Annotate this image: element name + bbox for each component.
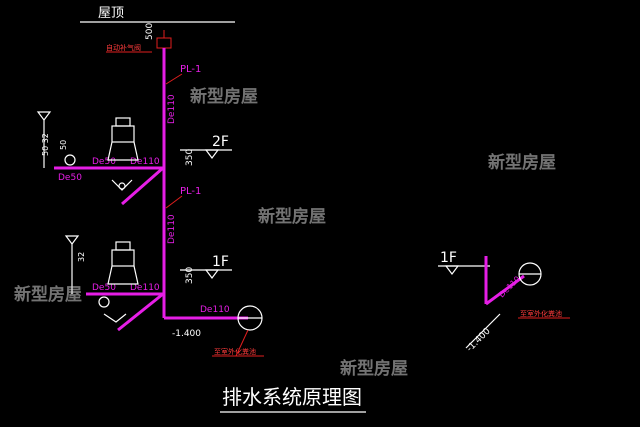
lower-toilet-bowl-icon <box>107 265 139 285</box>
upper-trap-icon <box>111 179 133 191</box>
floor-2f-marker <box>204 149 220 159</box>
lower-de50: De50 <box>92 283 116 293</box>
elevation-right-leader <box>465 313 501 349</box>
outdoor-label-left: 至室外化粪池 <box>214 347 256 356</box>
right-floor-marker <box>444 265 460 275</box>
lower-toilet-tank-icon <box>111 249 135 267</box>
auto-valve-icon <box>156 37 172 49</box>
upper-toilet-lid-icon <box>115 117 131 127</box>
upper-side-de50: De50 <box>58 173 82 183</box>
roof-label: 屋顶 <box>98 6 124 21</box>
upper-toilet-tank-icon <box>111 125 135 143</box>
watermark-1: 新型房屋 <box>190 86 258 107</box>
upper-basin-icon <box>36 111 52 121</box>
upper-dim-50-32: 50 32 <box>41 133 50 156</box>
auto-valve-label: 自动补气阀 <box>106 43 141 52</box>
lower-floor-drain-icon <box>98 296 110 308</box>
lower-toilet-lid-icon <box>115 241 131 251</box>
upper-de50: De50 <box>92 157 116 167</box>
outdoor-label-right: 至室外化粪池 <box>520 309 562 318</box>
floor-1f-marker <box>204 269 220 279</box>
lower-branch-diagonal <box>117 292 164 332</box>
lower-trap-icon <box>103 313 127 323</box>
watermark-5: 新型房屋 <box>340 358 408 379</box>
pl-label-mid: PL-1 <box>180 186 201 197</box>
outdoor-leader-left-diag <box>235 329 249 357</box>
lower-basin-icon <box>64 235 80 245</box>
pl-mid-leader <box>165 195 183 209</box>
upper-trap-node-icon <box>118 182 126 190</box>
diagram-title: 排水系统原理图 <box>222 385 362 409</box>
elevation-right: -1.400 <box>465 326 493 354</box>
right-outlet-pipe <box>485 274 525 306</box>
floor-1f-label: 1F <box>212 254 229 270</box>
floor-2f-label: 2F <box>212 134 229 150</box>
dimension-350-upper: 350 <box>185 149 195 166</box>
watermark-4: 新型房屋 <box>14 284 82 305</box>
lower-dim-32: 32 <box>77 252 86 262</box>
right-de110: De110 <box>497 274 522 299</box>
upper-branch-diagonal <box>121 166 164 206</box>
riser-de110-a: De110 <box>167 94 177 124</box>
elevation-left: -1.400 <box>172 329 201 339</box>
lower-de110: De110 <box>130 283 160 293</box>
upper-toilet-bowl-icon <box>107 141 139 161</box>
upper-de110: De110 <box>130 157 160 167</box>
upper-dim-50: 50 <box>59 140 68 150</box>
pl-top-leader <box>165 73 183 85</box>
outlet-de110: De110 <box>200 305 230 315</box>
riser-de110-b: De110 <box>167 214 177 244</box>
watermark-3: 新型房屋 <box>258 206 326 227</box>
watermark-2: 新型房屋 <box>488 152 556 173</box>
right-floor-1f-label: 1F <box>440 250 457 266</box>
upper-floor-drain-icon <box>64 154 76 166</box>
dimension-350-lower: 350 <box>185 267 195 284</box>
vent-dimension: 500 <box>145 23 155 40</box>
pl-label-top: PL-1 <box>180 64 201 75</box>
